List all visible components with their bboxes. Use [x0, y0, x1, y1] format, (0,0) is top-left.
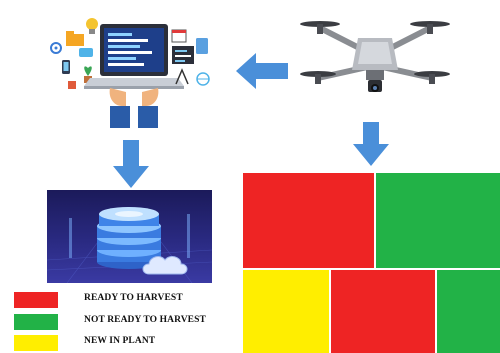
compass-icon — [175, 68, 189, 85]
legend-item-ready: READY TO HARVEST — [14, 292, 244, 308]
map-block-not-ready — [376, 173, 500, 268]
plant-icon — [84, 66, 92, 83]
cloud-icon — [142, 256, 188, 275]
lightbulb-icon — [86, 18, 98, 34]
legend-swatch-new — [14, 335, 58, 351]
map-block-ready — [331, 270, 435, 353]
arrow-down-icon — [113, 140, 149, 188]
legend-label: READY TO HARVEST — [84, 293, 183, 303]
chat-bubble-icon — [79, 48, 93, 57]
gear-icon — [50, 42, 62, 54]
legend: READY TO HARVEST NOT READY TO HARVEST NE… — [14, 292, 244, 352]
legend-label: NOT READY TO HARVEST — [84, 315, 206, 325]
tablet-icon — [196, 38, 208, 54]
legend-label: NEW IN PLANT — [84, 336, 156, 346]
database-server-panel — [47, 190, 212, 283]
map-block-new — [243, 270, 329, 353]
legend-item-new: NEW IN PLANT — [14, 335, 244, 351]
hands-icon — [109, 88, 159, 128]
map-block-not-ready — [437, 270, 500, 353]
legend-item-not-ready: NOT READY TO HARVEST — [14, 314, 244, 330]
legend-swatch-ready — [14, 292, 58, 308]
field-map — [243, 173, 500, 353]
database-server-icon — [47, 207, 212, 283]
cup-icon — [68, 81, 76, 89]
laptop-workspace-icon — [50, 18, 210, 128]
drone-icon — [300, 21, 450, 92]
folder-icon — [66, 31, 84, 46]
calendar-icon — [171, 29, 187, 43]
map-block-ready — [243, 173, 374, 268]
legend-swatch-not-ready — [14, 314, 58, 330]
arrow-down-icon — [353, 122, 389, 166]
globe-icon — [196, 72, 210, 86]
phone-icon — [62, 60, 70, 74]
arrow-left-icon — [236, 53, 288, 89]
code-window-icon — [172, 46, 194, 64]
